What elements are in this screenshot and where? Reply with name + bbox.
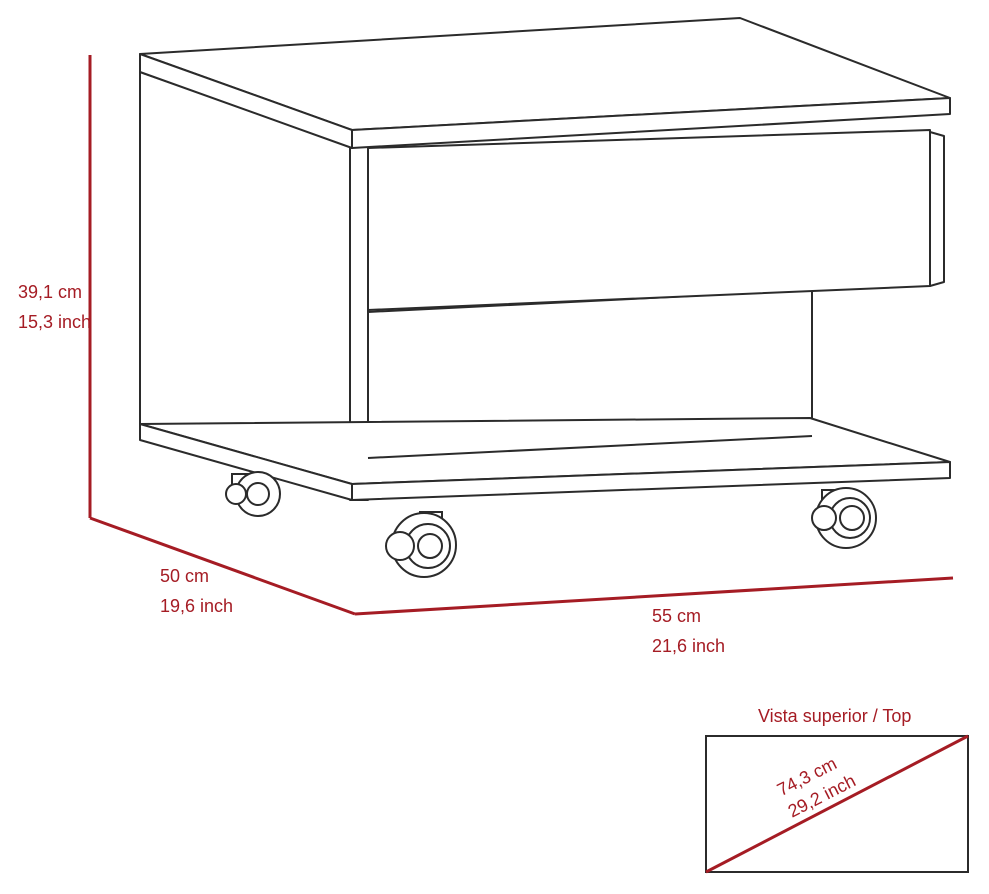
height-label: 39,1 cm 15,3 inch (18, 282, 91, 332)
top-view-title: Vista superior / Top (758, 706, 911, 726)
table-top-left-edge (139, 53, 353, 149)
height-metric: 39,1 cm (18, 282, 82, 302)
height-imperial: 15,3 inch (18, 312, 91, 332)
drawer-front (367, 129, 931, 311)
width-imperial: 21,6 inch (652, 636, 725, 656)
side-table-drawing (139, 17, 951, 578)
depth-dimension-line (89, 516, 356, 616)
depth-metric: 50 cm (160, 566, 209, 586)
width-metric: 55 cm (652, 606, 701, 626)
dimension-lines (88, 55, 954, 616)
inner-shelf-line (367, 435, 813, 459)
caster-front-right (811, 487, 877, 549)
width-dimension-line (354, 576, 954, 616)
bottom-shelf-left-edge (139, 423, 353, 501)
top-view-diagonal (705, 734, 969, 874)
width-label: 55 cm 21,6 inch (652, 606, 725, 656)
depth-imperial: 19,6 inch (160, 596, 233, 616)
drawer-side (929, 131, 945, 287)
caster-front-left (385, 511, 457, 578)
depth-label: 50 cm 19,6 inch (160, 566, 233, 616)
top-view-inset: Vista superior / Top 74,3 cm 29,2 inch (705, 706, 969, 874)
caster-back-left (225, 471, 281, 517)
